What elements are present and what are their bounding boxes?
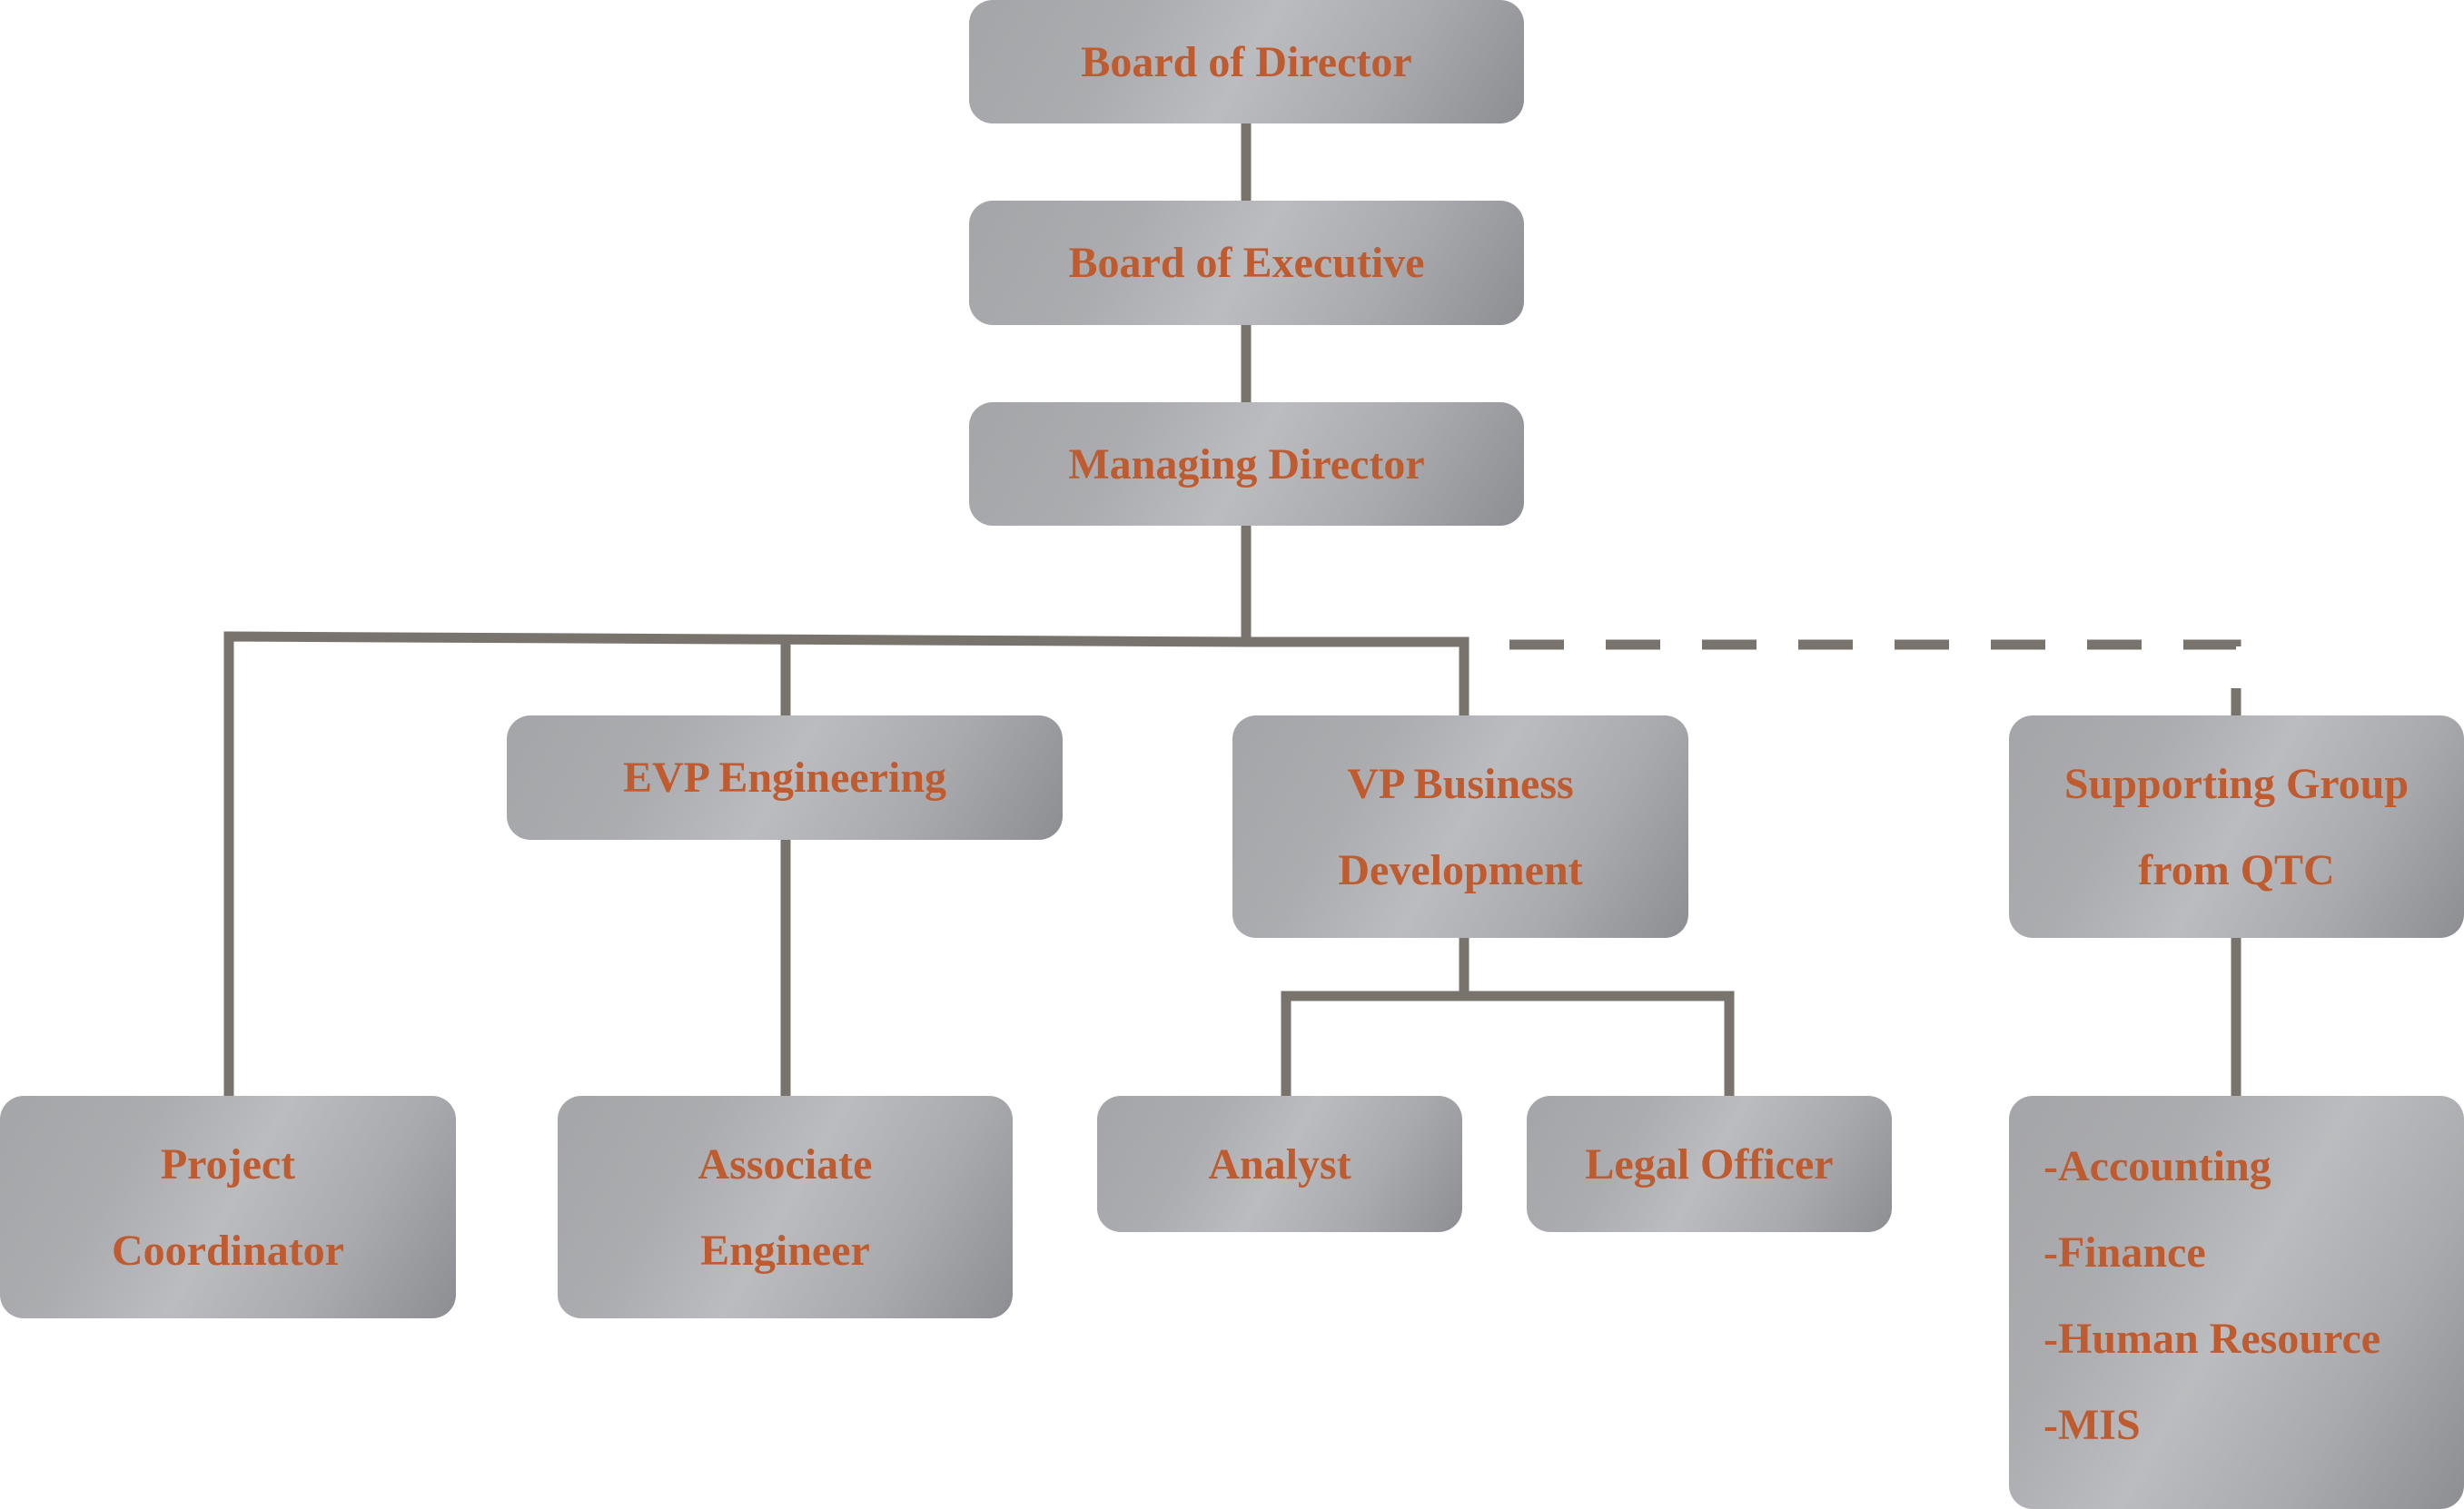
node-supporting-group: Supporting Group from QTC <box>2009 715 2464 938</box>
node-analyst: Analyst <box>1097 1096 1462 1232</box>
node-label-line: EVP Engineering <box>622 754 947 802</box>
node-board-of-executive: Board of Executive <box>969 201 1524 325</box>
node-label-line: Legal Officer <box>1585 1139 1834 1188</box>
node-label-line: -Accounting <box>2043 1142 2271 1190</box>
node-label-line: Development <box>1338 845 1583 894</box>
node-managing-director: Managing Director <box>969 402 1524 526</box>
node-label-line: Coordinator <box>112 1226 344 1275</box>
node-label-line: Engineer <box>700 1226 870 1275</box>
node-label-line: Project <box>160 1139 296 1188</box>
node-label-line: Associate <box>698 1139 873 1188</box>
connector-vp-business <box>1246 636 1469 716</box>
node-support-functions: -Accounting -Finance -Human Resource -MIS <box>2009 1096 2464 1509</box>
node-label-line: Board of Director <box>1081 37 1412 86</box>
node-label-line: Board of Executive <box>1068 239 1425 287</box>
node-evp-engineering: EVP Engineering <box>507 715 1063 840</box>
node-label-line: VP Business <box>1347 759 1574 808</box>
node-label-line: from QTC <box>2138 845 2335 894</box>
node-label-line: -Finance <box>2043 1228 2206 1277</box>
node-label-line: Supporting Group <box>2063 759 2410 808</box>
node-label-line: Analyst <box>1208 1139 1351 1188</box>
node-legal-officer: Legal Officer <box>1527 1096 1892 1232</box>
node-label-line: -Human Resource <box>2043 1315 2381 1363</box>
node-label-line: Managing Director <box>1068 439 1425 488</box>
connector-vp-analyst-legal <box>1281 938 1735 1097</box>
node-label-line: -MIS <box>2043 1401 2141 1449</box>
node-board-of-director: Board of Director <box>969 0 1524 123</box>
connector-project-coordinator <box>223 631 1247 1097</box>
connector-supporting-group-dotted <box>1509 639 2241 716</box>
